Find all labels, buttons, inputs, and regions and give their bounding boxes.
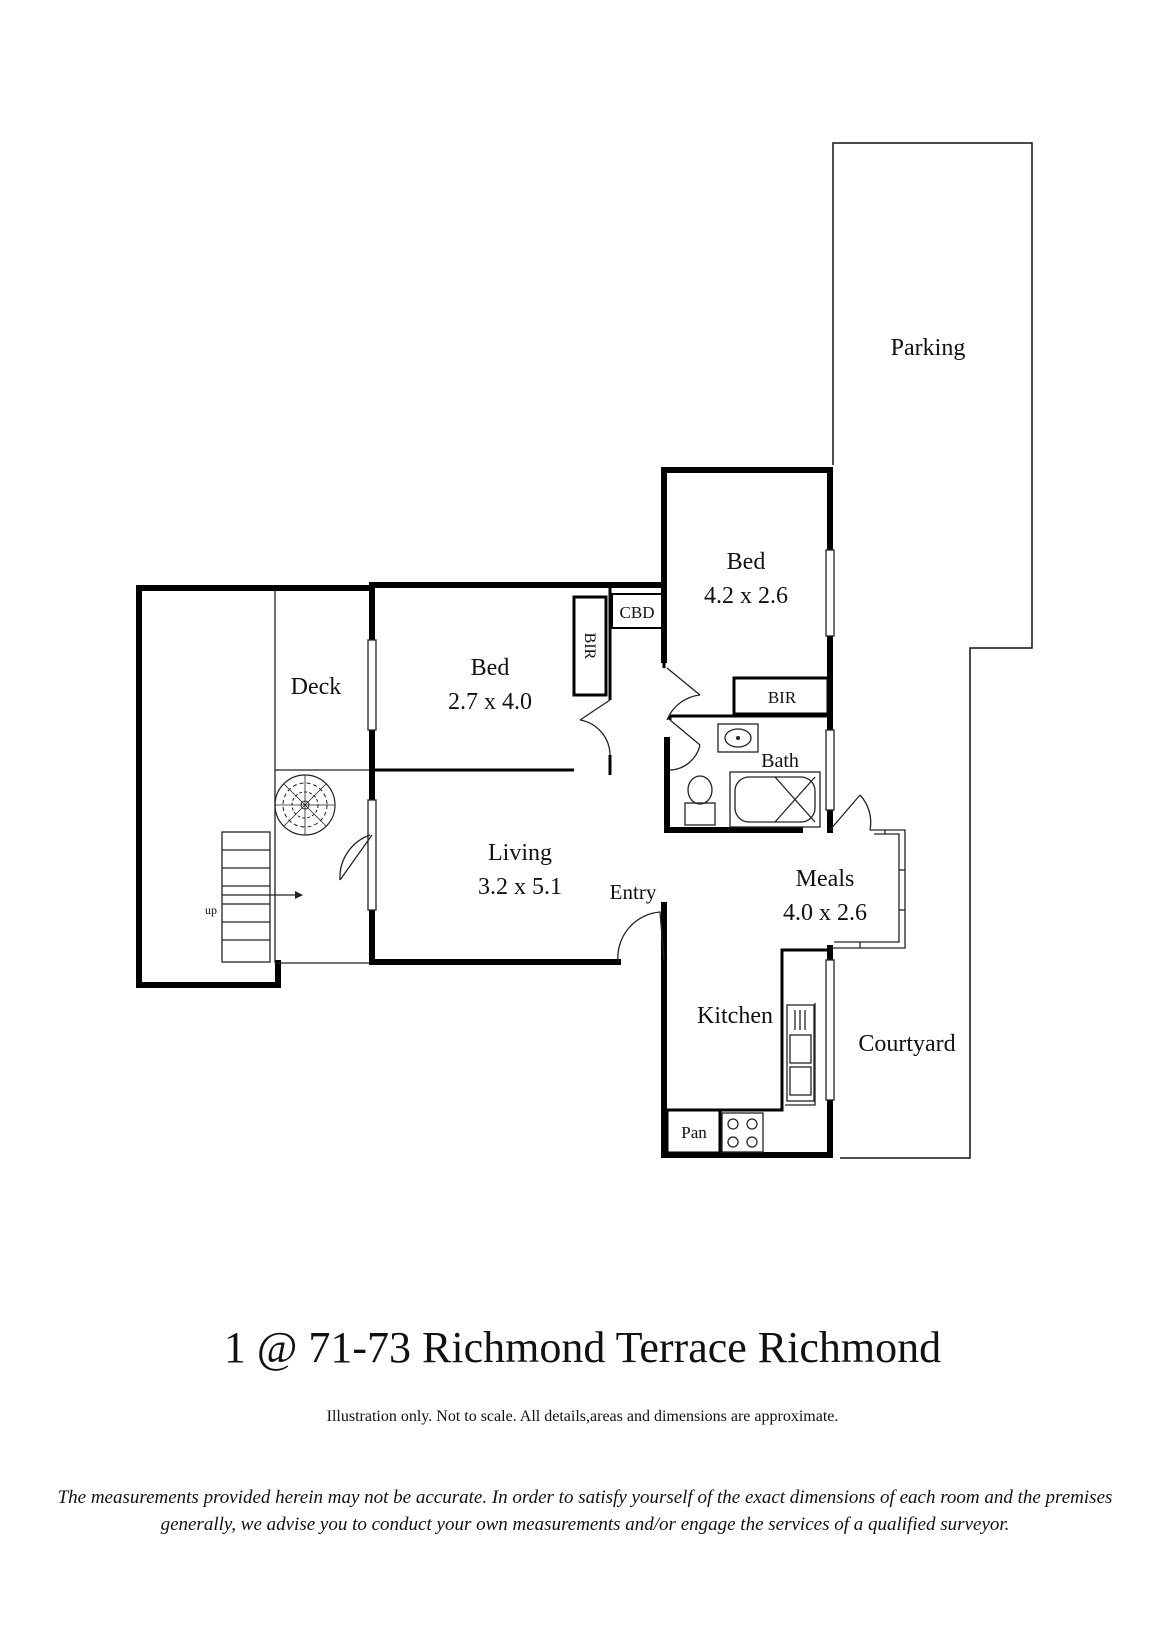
bed2-door — [579, 699, 611, 756]
bath-window — [825, 729, 835, 811]
kitchen-bench — [720, 948, 830, 1112]
sink-outline — [786, 1004, 815, 1102]
pantry-box — [665, 1108, 722, 1155]
toilet — [684, 802, 716, 826]
bed2-label: Bed — [471, 655, 510, 681]
basin — [717, 723, 759, 753]
bir-bed1-label: BIR — [768, 688, 797, 707]
kitchen-wall — [661, 907, 833, 1158]
living-dims: 3.2 x 5.1 — [478, 874, 562, 900]
bed1-outer-wall — [661, 467, 833, 663]
cbd-label: CBD — [620, 603, 655, 622]
bed1-window — [825, 549, 835, 637]
parking-outline — [832, 142, 1033, 1159]
deck-label: Deck — [291, 674, 342, 700]
bed2-dims: 2.7 x 4.0 — [448, 689, 532, 715]
courtyard-label: Courtyard — [858, 1031, 955, 1057]
plant-symbol — [274, 774, 336, 836]
bed1-label: Bed — [727, 549, 766, 575]
bed2-bir — [572, 595, 608, 697]
entry-label: Entry — [610, 880, 657, 904]
deck-door — [339, 834, 373, 881]
plan-title: 1 @ 71-73 Richmond Terrace Richmond — [223, 1323, 942, 1372]
scale-note: Illustration only. Not to scale. All det… — [326, 1408, 839, 1425]
living-label: Living — [488, 840, 552, 866]
bed1-dims: 4.2 x 2.6 — [704, 583, 788, 609]
meals-dims: 4.0 x 2.6 — [783, 900, 867, 926]
stairs-up-label: up — [205, 903, 217, 917]
bed1-bir — [732, 676, 830, 716]
kitchen-label: Kitchen — [697, 1003, 773, 1029]
bed2-window — [367, 639, 377, 731]
bath-door — [669, 719, 701, 771]
bath-wall — [664, 737, 803, 833]
sink-bowl-1 — [789, 1034, 812, 1064]
bench-inner — [785, 1003, 816, 1106]
meals-door — [829, 794, 872, 831]
bir-bed2-label: BIR — [581, 633, 598, 660]
pantry-label: Pan — [681, 1123, 707, 1142]
bed1-door — [666, 667, 701, 721]
bath-label: Bath — [761, 750, 799, 772]
disclaimer-text: The measurements provided herein may not… — [57, 1487, 1113, 1535]
meals-bay-window — [830, 829, 906, 949]
courtyard-window — [825, 959, 835, 1101]
cbd-box — [611, 593, 663, 629]
sink-bowl-2 — [789, 1066, 812, 1096]
meals-label: Meals — [796, 866, 855, 892]
parking-label: Parking — [891, 335, 966, 361]
deck-stairs — [221, 831, 303, 963]
living-window — [367, 799, 377, 911]
entry-door — [617, 911, 665, 963]
cooktop — [721, 1112, 764, 1153]
bathtub — [729, 771, 821, 828]
deck-outer-wall — [136, 585, 375, 988]
